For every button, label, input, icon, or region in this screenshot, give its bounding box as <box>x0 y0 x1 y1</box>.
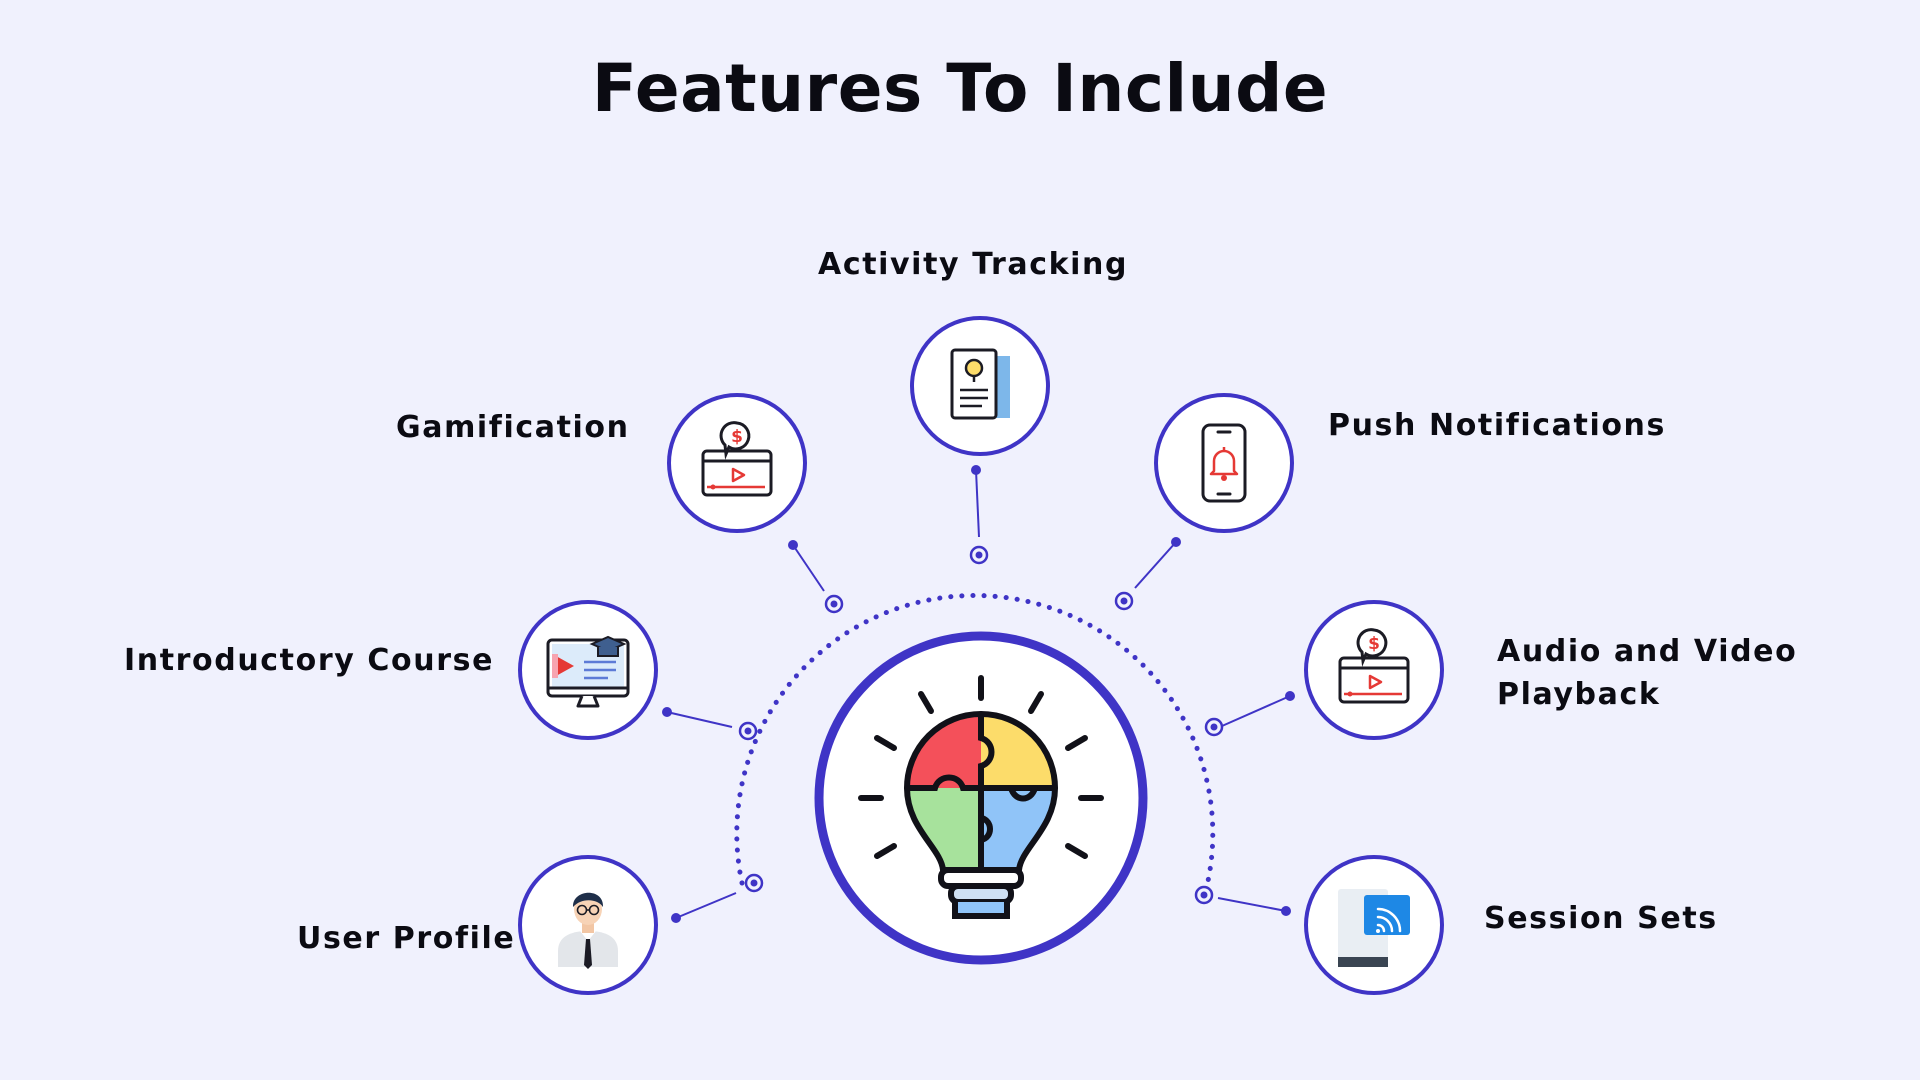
phone-bell-icon <box>1201 423 1247 503</box>
dotted-arc <box>734 592 1216 886</box>
feature-circle-gamification <box>667 393 807 533</box>
label-session-sets: Session Sets <box>1484 901 1718 936</box>
arc-nodes <box>738 545 1224 905</box>
label-introductory-course: Introductory Course <box>124 643 495 678</box>
page-title: Features To Include <box>591 50 1329 127</box>
feature-circle-introductory-course <box>518 600 658 740</box>
label-gamification: Gamification <box>396 410 630 445</box>
feature-circle-user-profile <box>518 855 658 995</box>
label-user-profile: User Profile <box>297 921 516 956</box>
feature-circle-push-notifications <box>1154 393 1294 533</box>
feature-circle-audio-video-playback <box>1304 600 1444 740</box>
connector-end-dots <box>662 465 1295 923</box>
label-audio-video-playback: Audio and Video Playback <box>1497 634 1798 712</box>
monitor-course-icon <box>546 635 630 708</box>
lightbulb-puzzle-icon <box>858 675 1104 919</box>
person-avatar-icon <box>558 892 618 969</box>
feature-circle-session-sets <box>1304 855 1444 995</box>
cast-device-icon <box>1338 889 1410 967</box>
connector-lines <box>666 469 1291 919</box>
center-hub <box>814 631 1148 965</box>
feature-circle-activity-tracking <box>910 316 1050 456</box>
label-activity-tracking: Activity Tracking <box>818 247 1129 282</box>
label-push-notifications: Push Notifications <box>1328 408 1666 443</box>
document-idea-icon <box>950 348 1010 420</box>
